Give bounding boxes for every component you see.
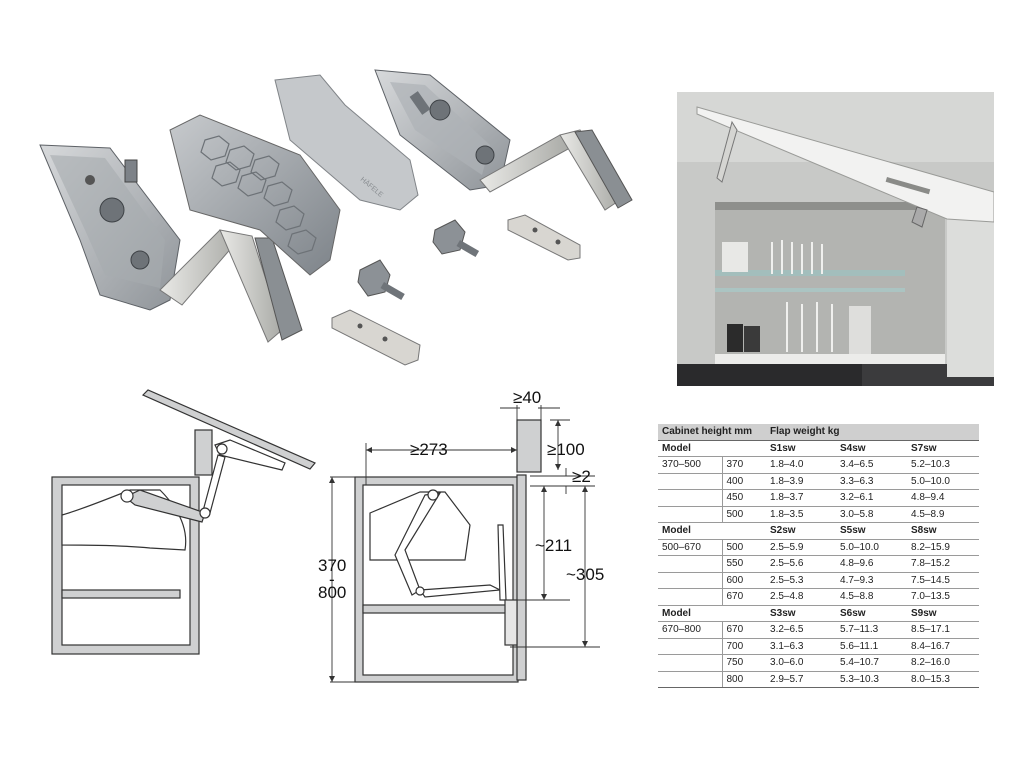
open-flap-door xyxy=(696,106,994,228)
flap-open-diagram xyxy=(51,389,316,655)
dim-gap: ≥2 xyxy=(572,467,591,486)
mounting-plate-lower xyxy=(331,309,421,366)
table-row: 450 1.8–3.7 3.2–6.1 4.8–9.4 xyxy=(658,489,980,507)
table-row: 700 3.1–6.3 5.6–11.1 8.4–16.7 xyxy=(658,638,980,655)
connector-pin-right xyxy=(432,219,480,258)
height-range: 670–800 xyxy=(658,621,723,639)
flap-weight-table: Cabinet height mm Flap weight kg Model S… xyxy=(658,424,980,688)
dim-total-height: ~305 xyxy=(566,565,605,584)
dim-clearance-top: ≥40 xyxy=(513,388,542,407)
table-row: 550 2.5–5.6 4.8–9.6 7.8–15.2 xyxy=(658,555,980,573)
model-label: Model xyxy=(658,439,722,457)
mounting-plate-upper xyxy=(507,214,581,261)
table-row: 750 3.0–6.0 5.4–10.7 8.2–16.0 xyxy=(658,654,980,672)
dim-cabinet-height-max: 800 xyxy=(318,583,347,602)
height-range: 500–670 xyxy=(658,539,723,556)
lift-mechanism-right xyxy=(374,69,633,211)
table-row: 400 1.8–3.9 3.3–6.3 5.0–10.0 xyxy=(658,473,980,490)
table-row: 500–670 500 2.5–5.9 5.0–10.0 8.2–15.9 xyxy=(658,539,980,556)
cabinet-interior xyxy=(715,202,945,364)
table-row: 670 2.5–4.8 4.5–8.8 7.0–13.5 xyxy=(658,588,980,606)
lift-mechanism-left xyxy=(39,144,303,343)
connector-pin-left xyxy=(357,259,405,301)
table-row: 800 2.9–5.7 5.3–10.3 8.0–15.3 xyxy=(658,671,980,688)
model-name: S5sw xyxy=(836,522,908,540)
dim-fit-height: ~211 xyxy=(535,536,573,555)
table-row: 500 1.8–3.5 3.0–5.8 4.5–8.9 xyxy=(658,506,980,523)
table-row: 600 2.5–5.3 4.7–9.3 7.5–14.5 xyxy=(658,572,980,589)
model-label: Model xyxy=(658,522,722,540)
header-cabinet-height: Cabinet height mm xyxy=(658,424,767,441)
model-name: S1sw xyxy=(766,439,837,457)
height-range: 370–500 xyxy=(658,456,723,474)
model-name: S9sw xyxy=(907,605,980,622)
flat-cover-cap: HÄFELE xyxy=(274,74,419,211)
model-label: Model xyxy=(658,605,722,622)
hexagon-cover-cap xyxy=(169,114,341,276)
product-parts-illustration: HÄFELE xyxy=(39,69,633,366)
model-name: S3sw xyxy=(766,605,837,622)
installed-cabinet-photo xyxy=(677,92,994,386)
model-name: S6sw xyxy=(836,605,908,622)
header-flap-weight: Flap weight kg xyxy=(766,424,980,441)
dim-cabinet-height-min: 370 xyxy=(318,556,347,575)
model-name: S8sw xyxy=(907,522,980,540)
table-row: 670–800 670 3.2–6.5 5.7–11.3 8.5–17.1 xyxy=(658,621,980,639)
table-row: 370–500 370 1.8–4.0 3.4–6.5 5.2–10.3 xyxy=(658,456,980,474)
model-name: S2sw xyxy=(766,522,837,540)
dim-cabinet-height-dash: - xyxy=(329,570,335,589)
dim-clearance-side: ≥273 xyxy=(410,440,448,459)
dim-clearance-top2: ≥100 xyxy=(547,440,585,459)
model-name: S4sw xyxy=(836,439,908,457)
installation-dimensions-diagram xyxy=(329,405,600,683)
model-name: S7sw xyxy=(907,439,980,457)
